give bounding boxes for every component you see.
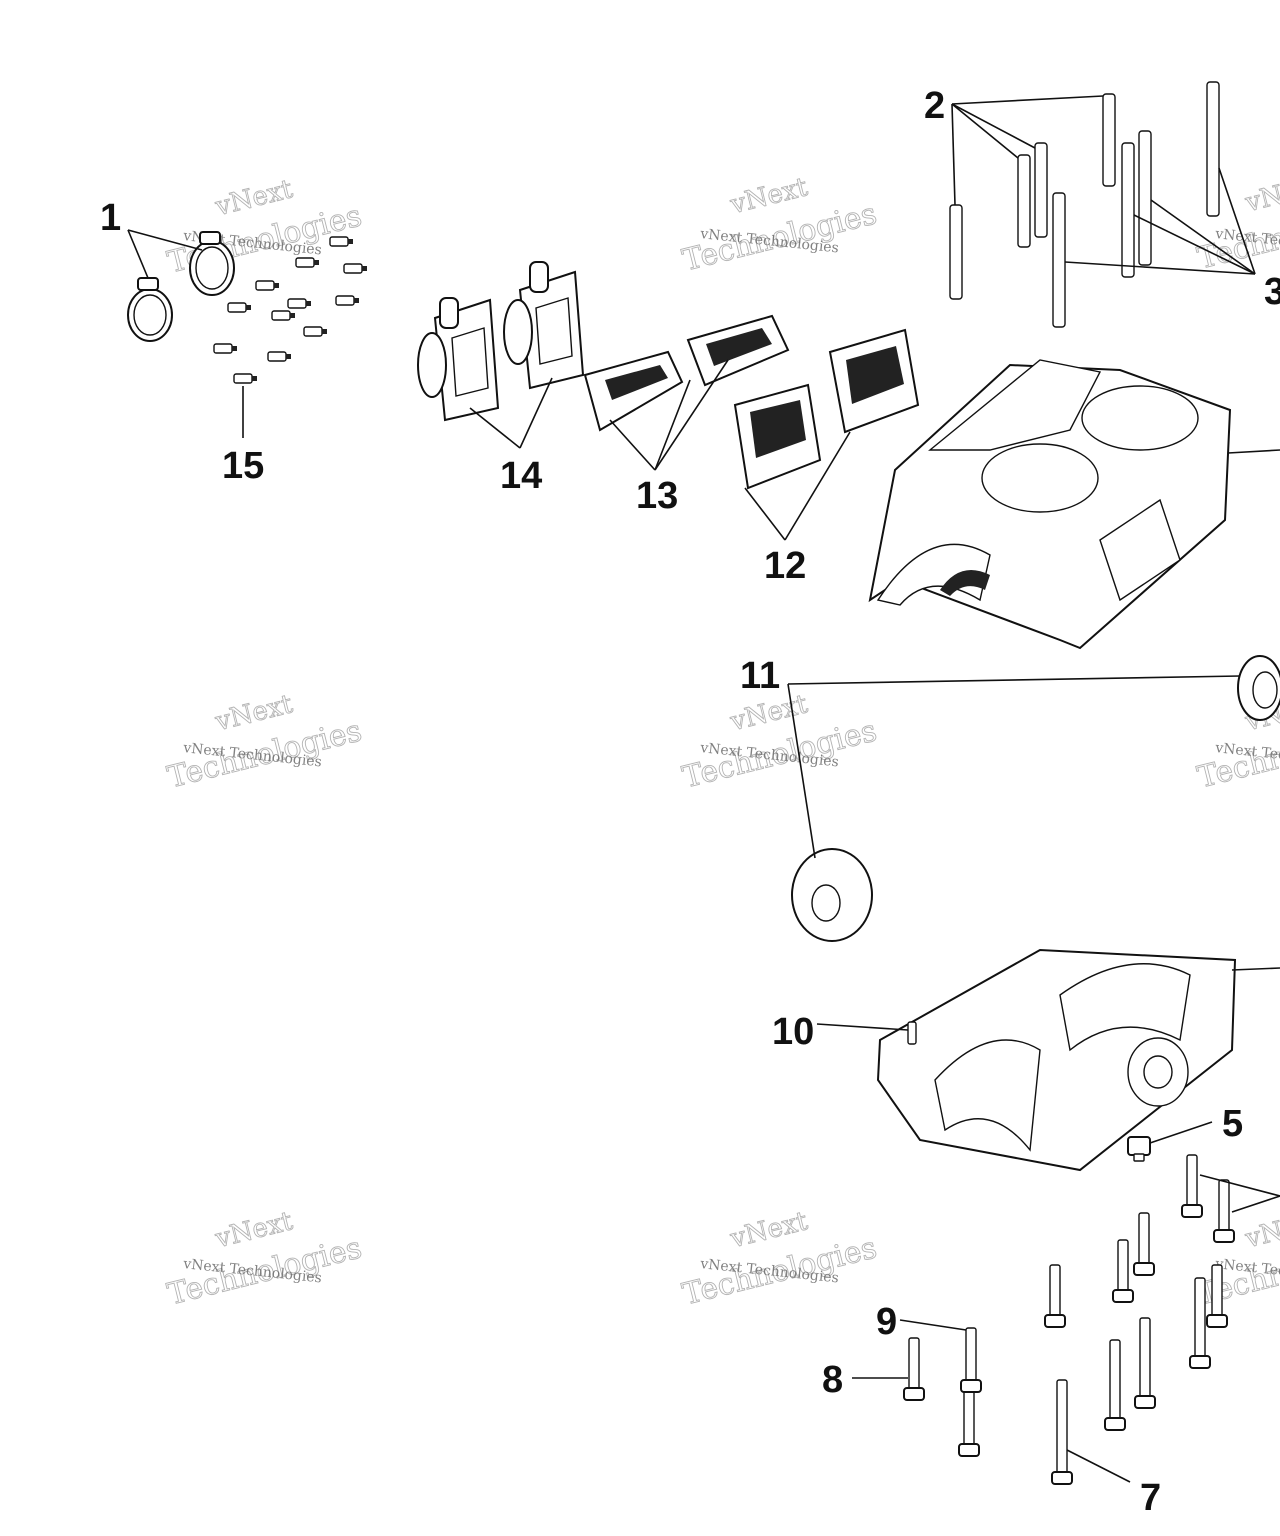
leader-5 <box>1149 1121 1213 1144</box>
callout-14: 14 <box>500 455 542 497</box>
callout-1: 1 <box>100 197 121 239</box>
part-drain-plug <box>1127 1136 1151 1162</box>
part-bolts <box>903 1154 1235 1485</box>
leader-9 <box>899 1319 967 1331</box>
leader-12 <box>744 431 851 541</box>
watermark-brand: vNext <box>727 172 811 220</box>
callout-3: 3 <box>1264 271 1280 313</box>
callout-10: 10 <box>772 1011 814 1053</box>
watermark-brand: vNext <box>212 1206 296 1254</box>
part-lower-crankcase <box>876 948 1237 1172</box>
part-small-screws <box>213 236 367 384</box>
part-reed-blocks <box>583 314 790 432</box>
leader-11 <box>787 675 1241 859</box>
part-upper-crankcase <box>868 359 1232 650</box>
leader-1 <box>127 229 203 279</box>
watermark-brand: vNext <box>727 1206 811 1254</box>
callout-2: 2 <box>924 85 945 127</box>
callout-15: 15 <box>222 445 264 487</box>
part-reed-cages <box>733 328 920 490</box>
callout-12: 12 <box>764 545 806 587</box>
callout-8: 8 <box>822 1359 843 1401</box>
part-hose-clamps <box>127 231 235 342</box>
leader-6 <box>1231 967 1280 971</box>
callout-13: 13 <box>636 475 678 517</box>
watermark-brand: vNext <box>212 689 296 737</box>
leader-10 <box>816 1023 909 1031</box>
leader-4 <box>1227 449 1280 454</box>
callout-5: 5 <box>1222 1103 1243 1145</box>
part-studs <box>949 81 1220 328</box>
watermark-brand: vNext <box>1242 170 1280 218</box>
watermark-brand: vNext <box>1242 1206 1280 1254</box>
leader-6-bolts <box>1199 1174 1280 1213</box>
watermark-brand: vNext <box>212 174 296 222</box>
leader-7 <box>1066 1449 1131 1483</box>
part-seals <box>791 655 1280 942</box>
leader-3 <box>1064 167 1256 275</box>
callout-7: 7 <box>1140 1477 1161 1519</box>
leader-2 <box>951 95 1104 206</box>
callout-11: 11 <box>740 655 780 697</box>
part-reed-housings <box>417 261 585 422</box>
leader-13 <box>609 359 729 471</box>
leader-14 <box>469 377 553 449</box>
callout-9: 9 <box>876 1301 897 1343</box>
